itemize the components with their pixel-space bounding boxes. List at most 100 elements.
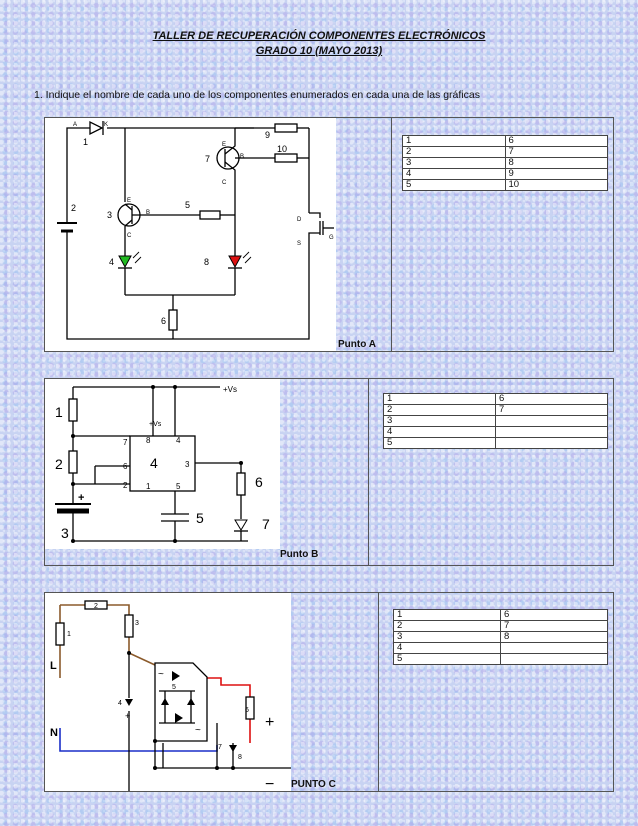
answer-cell[interactable]: 5 bbox=[393, 653, 501, 665]
answer-cell[interactable]: 5 bbox=[402, 179, 506, 191]
label-plus-output: + bbox=[265, 714, 274, 731]
circuit-b-svg: +Vs +Vs 1 2 3 4 5 6 7 7 8 4 6 2 1 5 3 + bbox=[55, 385, 270, 543]
pin-6: 6 bbox=[123, 462, 128, 471]
label-8: 8 bbox=[238, 754, 242, 761]
answer-cell[interactable]: 7 bbox=[504, 146, 608, 158]
answer-cell[interactable]: 4 bbox=[393, 642, 501, 654]
label-10: 10 bbox=[277, 144, 287, 154]
circuit-a-svg: A K 1 2 3 4 5 6 7 8 9 10 E B C E B C D S bbox=[57, 120, 334, 340]
label-cathode: K bbox=[104, 122, 108, 128]
table-row: 4 bbox=[383, 426, 608, 438]
label-vs-ic: +Vs bbox=[149, 421, 162, 428]
label-minus-output: − bbox=[265, 776, 274, 791]
label-4: 4 bbox=[109, 257, 114, 267]
answer-cell[interactable]: 1 bbox=[393, 609, 501, 621]
panel-b-divider bbox=[368, 379, 369, 565]
pin-2: 2 bbox=[123, 481, 128, 490]
answer-cell[interactable]: 6 bbox=[504, 135, 608, 147]
label-anode: A bbox=[73, 122, 77, 128]
panel-a-label: Punto A bbox=[338, 339, 376, 350]
panel-a: A K 1 2 3 4 5 6 7 8 9 10 E B C E B C D S bbox=[44, 117, 614, 352]
pin-5: 5 bbox=[176, 482, 181, 491]
answer-cell[interactable]: 3 bbox=[383, 415, 496, 427]
label-g: G bbox=[329, 235, 334, 241]
label-ac-out: ~ bbox=[195, 725, 201, 736]
label-b1: B bbox=[146, 210, 150, 216]
label-plus-zener: + bbox=[125, 711, 130, 721]
answer-cell[interactable]: 7 bbox=[495, 404, 608, 416]
answer-cell[interactable]: 7 bbox=[500, 620, 608, 632]
answer-cell[interactable] bbox=[500, 642, 608, 654]
table-row: 4 bbox=[393, 642, 608, 654]
answer-cell[interactable] bbox=[495, 415, 608, 427]
panel-a-divider bbox=[391, 118, 392, 351]
panel-c-label: PUNTO C bbox=[291, 779, 336, 790]
answer-cell[interactable] bbox=[495, 437, 608, 449]
label-e2: E bbox=[222, 142, 226, 148]
answer-cell[interactable]: 2 bbox=[402, 146, 506, 158]
panel-b: +Vs +Vs 1 2 3 4 5 6 7 7 8 4 6 2 1 5 3 + … bbox=[44, 378, 614, 566]
circuit-b-diagram: +Vs +Vs 1 2 3 4 5 6 7 7 8 4 6 2 1 5 3 + bbox=[45, 379, 280, 549]
answer-cell[interactable]: 6 bbox=[500, 609, 608, 621]
label-2: 2 bbox=[55, 456, 63, 472]
answer-cell[interactable]: 4 bbox=[402, 168, 506, 180]
label-d: D bbox=[297, 217, 302, 223]
document-title: TALLER DE RECUPERACIÓN COMPONENTES ELECT… bbox=[152, 30, 486, 42]
label-ac-in: ~ bbox=[158, 669, 164, 680]
answer-cell[interactable] bbox=[495, 426, 608, 438]
answer-cell[interactable]: 6 bbox=[495, 393, 608, 405]
answer-cell[interactable]: 9 bbox=[504, 168, 608, 180]
answer-cell[interactable]: 3 bbox=[393, 631, 501, 643]
answer-cell[interactable]: 5 bbox=[383, 437, 496, 449]
circuit-c-diagram: 1 2 3 4 5 6 7 8 L N + + − ~ ~ bbox=[45, 593, 291, 791]
label-2: 2 bbox=[71, 203, 76, 213]
pin-4: 4 bbox=[176, 436, 181, 445]
document-subtitle: GRADO 10 (MAYO 2013) bbox=[255, 45, 383, 57]
label-6: 6 bbox=[255, 474, 263, 490]
answer-cell[interactable]: 2 bbox=[383, 404, 496, 416]
table-row: 5 bbox=[383, 437, 608, 449]
answer-cell[interactable]: 2 bbox=[393, 620, 501, 632]
answer-cell[interactable]: 1 bbox=[402, 135, 506, 147]
answer-cell[interactable]: 8 bbox=[504, 157, 608, 169]
label-3: 3 bbox=[135, 620, 139, 627]
label-8: 8 bbox=[204, 257, 209, 267]
label-l: L bbox=[50, 660, 57, 672]
label-plus: + bbox=[78, 492, 84, 504]
circuit-c-svg: 1 2 3 4 5 6 7 8 L N + + − ~ ~ bbox=[50, 600, 291, 791]
answer-cell[interactable]: 10 bbox=[504, 179, 608, 191]
pin-7: 7 bbox=[123, 438, 128, 447]
answer-cell[interactable]: 1 bbox=[383, 393, 496, 405]
label-c2: C bbox=[222, 180, 227, 186]
pin-1: 1 bbox=[146, 482, 151, 491]
label-7: 7 bbox=[205, 154, 210, 164]
pin-3: 3 bbox=[185, 460, 190, 469]
label-s: S bbox=[297, 241, 301, 247]
circuit-a-diagram: A K 1 2 3 4 5 6 7 8 9 10 E B C E B C D S bbox=[45, 118, 336, 351]
label-9: 9 bbox=[265, 130, 270, 140]
label-5: 5 bbox=[196, 510, 204, 526]
label-3: 3 bbox=[61, 525, 69, 541]
table-row: 3 bbox=[383, 415, 608, 427]
label-6: 6 bbox=[161, 316, 166, 326]
label-7: 7 bbox=[218, 744, 222, 751]
panel-c-divider bbox=[378, 593, 379, 791]
answer-cell[interactable]: 3 bbox=[402, 157, 506, 169]
answer-cell[interactable]: 8 bbox=[500, 631, 608, 643]
question-text: 1. Indique el nombre de cada uno de los … bbox=[34, 89, 480, 101]
label-n: N bbox=[50, 727, 58, 739]
label-c1: C bbox=[127, 233, 132, 239]
answer-cell[interactable] bbox=[500, 653, 608, 665]
answer-cell[interactable]: 4 bbox=[383, 426, 496, 438]
